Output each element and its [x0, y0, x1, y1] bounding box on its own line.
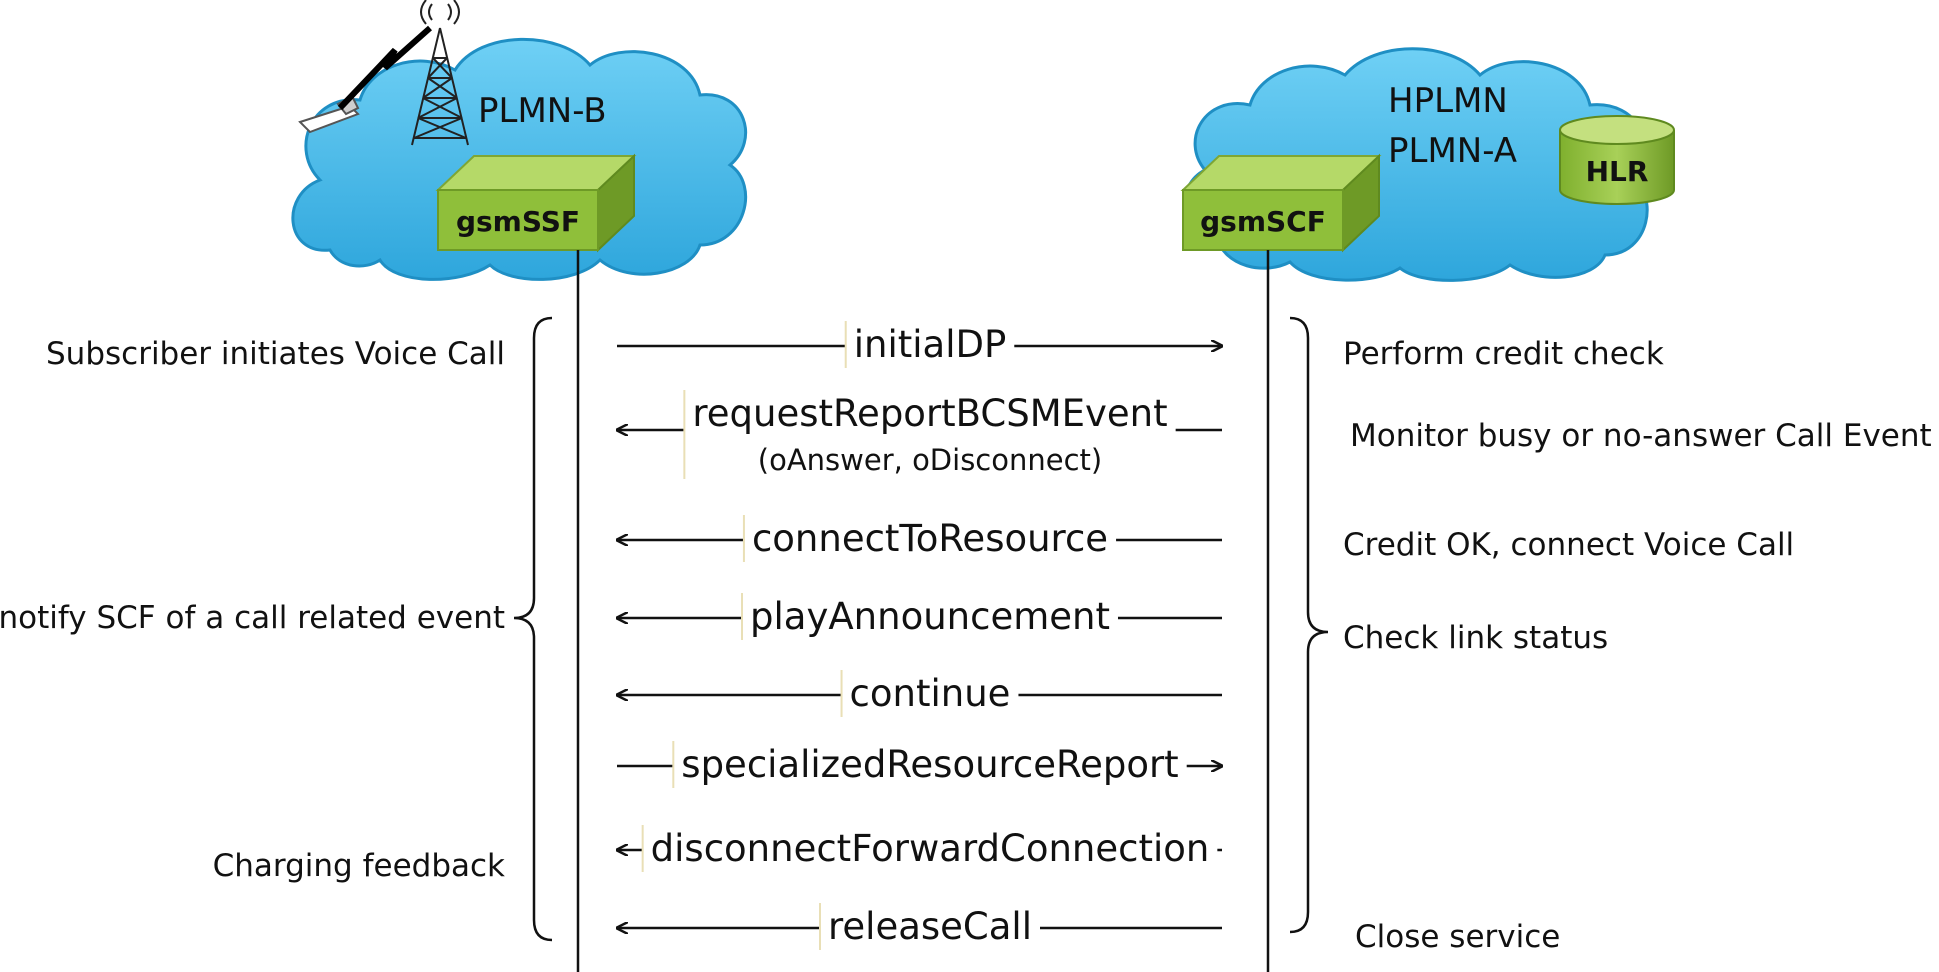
message-labels: initialDP requestReportBCSMEvent (oAnswer,… [641, 321, 1218, 950]
message-label-background [742, 593, 1118, 640]
left-brace [513, 316, 553, 942]
right-annotation-check-link: Check link status [1343, 620, 1608, 656]
left-annotation-notify-scf: notify SCF of a call related event [0, 600, 505, 636]
left-annotation-charging-feedback: Charging feedback [213, 848, 505, 884]
message-sublabel-request-report-bcsmevent: (oAnswer, oDisconnect) [758, 443, 1102, 477]
gsmscf-box: gsmSCF [1180, 153, 1382, 253]
plmn-b-label: PLMN-B [478, 91, 607, 131]
gsmscf-label: gsmSCF [1200, 205, 1326, 238]
hlr-database: HLR [1559, 115, 1675, 205]
message-specialized-resource-report: specializedResourceReport [681, 743, 1178, 786]
message-label-background [673, 741, 1187, 788]
message-label-background [743, 515, 1117, 562]
message-connect-to-resource: connectToResource [752, 517, 1108, 560]
right-annotation-close-service: Close service [1355, 919, 1560, 955]
cell-tower-icon [411, 0, 469, 146]
message-initial-dp: initialDP [854, 323, 1007, 366]
message-label-background [841, 670, 1019, 717]
message-continue: continue [850, 672, 1011, 715]
right-annotation-credit-check: Perform credit check [1343, 336, 1664, 372]
hlr-label: HLR [1586, 155, 1649, 188]
right-brace [1289, 316, 1329, 934]
message-request-report-bcsmevent: requestReportBCSMEvent [692, 392, 1167, 435]
hplmn-label: HPLMN [1388, 81, 1508, 121]
right-annotation-credit-ok: Credit OK, connect Voice Call [1343, 527, 1794, 563]
message-release-call: releaseCall [828, 905, 1032, 948]
message-disconnect-forward-connection: disconnectForwardConnection [651, 827, 1210, 870]
plmn-a-label: PLMN-A [1388, 131, 1517, 171]
right-annotation-monitor-events: Monitor busy or no-answer Call Event [1350, 418, 1932, 454]
gsmssf-label: gsmSSF [456, 205, 580, 238]
message-label-background [642, 825, 1218, 872]
left-annotation-subscriber-initiates: Subscriber initiates Voice Call [46, 336, 505, 372]
message-label-background [845, 321, 1015, 368]
wireless-link-icon [337, 25, 432, 111]
message-label-background [820, 903, 1040, 950]
mobile-phone-icon [298, 94, 360, 134]
message-play-announcement: playAnnouncement [750, 595, 1110, 638]
gsmssf-box: gsmSSF [435, 153, 637, 253]
message-label-background [684, 390, 1176, 479]
